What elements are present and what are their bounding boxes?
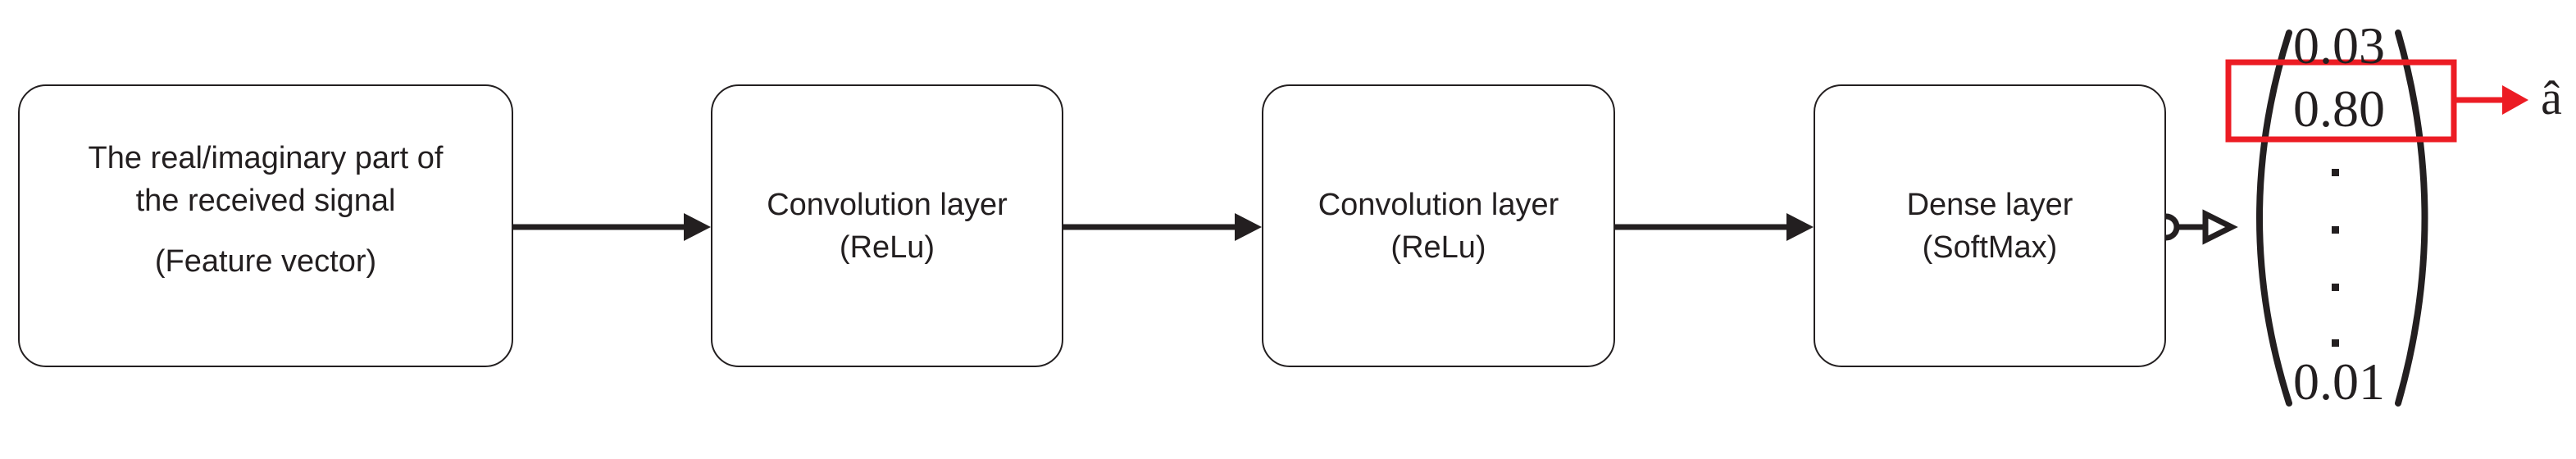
output-connector-icon: [2152, 209, 2238, 245]
dense-layer-box: Dense layer (SoftMax): [1814, 84, 2166, 367]
conv2-box-subtitle: (ReLu): [1390, 230, 1486, 265]
input-feature-vector-box: The real/imaginary part of the received …: [18, 84, 513, 367]
arrowhead-icon: [1235, 213, 1262, 241]
arrowhead-icon: [2502, 85, 2528, 115]
input-box-subtitle: (Feature vector): [154, 243, 377, 279]
flow-arrow-3: [1615, 213, 1814, 241]
conv1-box-subtitle: (ReLu): [839, 230, 935, 265]
convolution-layer-2-box: Convolution layer (ReLu): [1262, 84, 1615, 367]
vertical-ellipsis-dots: [2332, 169, 2339, 347]
vector-bottom-value: 0.01: [2293, 352, 2385, 411]
conv1-box-title: Convolution layer: [767, 187, 1008, 222]
arrowhead-icon: [684, 213, 711, 241]
vector-top-value: 0.03: [2293, 16, 2385, 75]
vector-left-paren: [2256, 30, 2292, 407]
flow-arrow-1: [513, 213, 711, 241]
arrowhead-icon: [1786, 213, 1814, 241]
dense-box-title: Dense layer: [1906, 187, 2073, 222]
prediction-arrow: [2454, 85, 2528, 115]
conv2-box-title: Convolution layer: [1318, 187, 1559, 222]
convolution-layer-1-box: Convolution layer (ReLu): [711, 84, 1063, 367]
flow-arrow-2: [1063, 213, 1262, 241]
prediction-label: â: [2541, 71, 2562, 125]
vector-right-paren: [2395, 30, 2428, 407]
dense-box-subtitle: (SoftMax): [1922, 230, 2058, 265]
vector-highlighted-value: 0.80: [2293, 80, 2385, 138]
input-box-title: The real/imaginary part of the received …: [88, 140, 444, 218]
